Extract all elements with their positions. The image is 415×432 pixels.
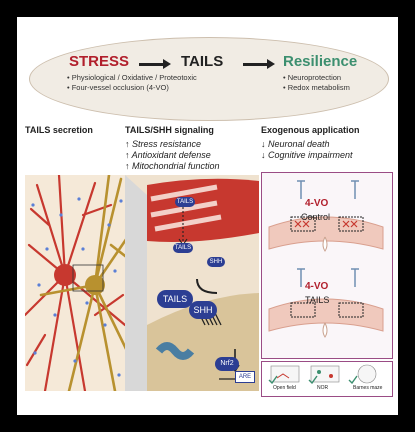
control-label: Control — [301, 212, 331, 222]
vo-label-bottom: 4-VO — [305, 281, 329, 292]
resilience-item-2: • Redox metabolism — [283, 83, 350, 92]
test-nor: NOR — [317, 385, 329, 391]
brain-section-illustration — [268, 180, 384, 338]
tails-top-badge: TAILS — [175, 197, 195, 207]
flow-ellipse — [29, 37, 389, 121]
nrf2-badge: Nrf2 — [215, 357, 239, 371]
secretion-title: TAILS secretion — [25, 125, 93, 135]
stress-item-2: • Four-vessel occlusion (4-VO) — [67, 83, 169, 92]
signaling-illustration — [125, 175, 259, 391]
test-open-field: Open field — [273, 385, 296, 391]
signaling-item-1: ↑ Stress resistance — [125, 139, 202, 149]
shh-big-badge: SHH — [189, 301, 217, 319]
test-barnes-maze: Barnes maze — [353, 385, 383, 391]
arrow-tails-to-resilience-icon — [243, 59, 275, 69]
signaling-item-2: ↑ Antioxidant defense — [125, 150, 211, 160]
tails-label: TAILS — [181, 53, 224, 70]
neuron-illustration — [25, 175, 129, 391]
exogenous-item-2: ↓ Cognitive impairment — [261, 150, 353, 160]
are-element: ARE — [235, 371, 255, 383]
resilience-label: Resilience — [283, 53, 358, 70]
signaling-title: TAILS/SHH signaling — [125, 125, 214, 135]
resilience-item-1: • Neuroprotection — [283, 73, 342, 82]
exogenous-item-1: ↓ Neuronal death — [261, 139, 330, 149]
tails-big-badge: TAILS — [157, 290, 193, 308]
figure-panel: STRESS TAILS Resilience • Physiological … — [17, 17, 398, 415]
behavior-tests-icons — [268, 364, 377, 384]
vo-label-top: 4-VO — [305, 198, 329, 209]
signaling-item-3: ↑ Mitochondrial function — [125, 161, 220, 171]
arrow-stress-to-tails-icon — [139, 59, 171, 69]
stress-label: STRESS — [69, 53, 130, 70]
stress-item-1: • Physiological / Oxidative / Proteotoxi… — [67, 73, 197, 82]
exogenous-title: Exogenous application — [261, 125, 360, 135]
tails-mid-badge: TAILS — [173, 243, 193, 253]
shh-small-badge: SHH — [207, 257, 225, 267]
tails-treatment-label: TAILS — [305, 295, 330, 305]
